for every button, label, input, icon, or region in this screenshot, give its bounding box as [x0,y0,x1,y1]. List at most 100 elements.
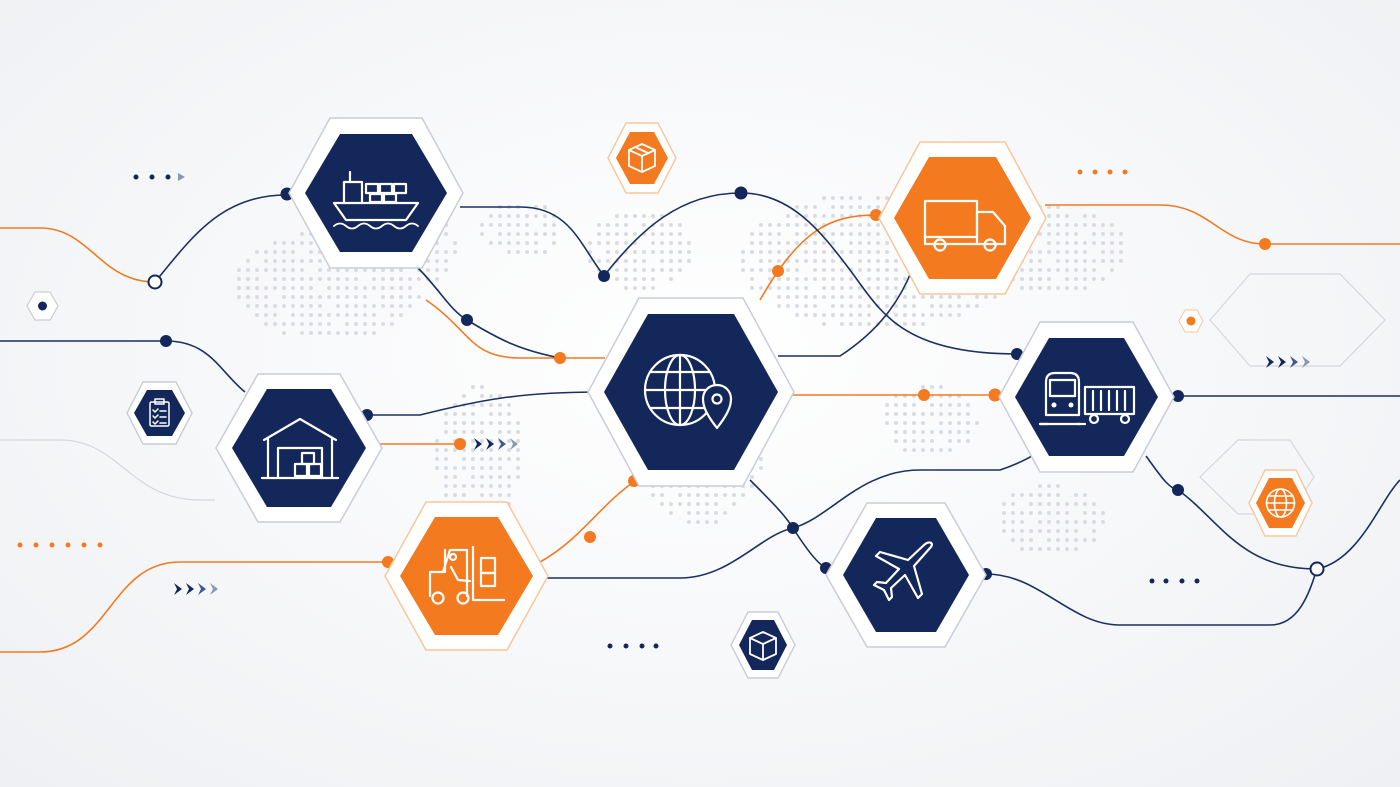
map-dot [921,412,925,416]
map-dot [300,232,304,236]
map-dot [435,466,439,470]
map-dot [345,286,349,290]
map-dot [741,259,745,263]
map-dot [471,448,475,452]
map-dot [993,295,997,299]
map-dot [642,286,646,290]
map-dot [1056,223,1060,227]
map-dot [1047,214,1051,218]
map-dot [975,304,979,308]
map-dot [750,277,754,281]
map-dot [246,304,250,308]
map-dot [1119,232,1123,236]
map-dot [840,268,844,272]
map-dot [372,322,376,326]
map-dot [939,448,943,452]
map-dot [507,403,511,407]
map-dot [480,466,484,470]
map-dot [885,304,889,308]
map-dot [390,277,394,281]
map-dot [318,268,322,272]
map-dot [903,277,907,281]
map-dot [516,223,520,227]
map-dot [894,421,898,425]
map-dot [1011,493,1015,497]
map-dot [444,250,448,254]
map-dot [1074,250,1078,254]
map-dot [282,286,286,290]
map-dot [363,304,367,308]
map-dot [255,250,259,254]
map-dot [750,484,754,488]
map-dot [291,268,295,272]
map-dot [1092,259,1096,263]
map-dot [1092,502,1096,506]
map-dot [813,259,817,263]
airplane-icon [872,541,933,602]
map-dot [1101,259,1105,263]
map-dot [678,493,682,497]
map-dot [885,196,889,200]
map-dot [1083,286,1087,290]
target-node-badge [26,291,59,321]
map-dot [687,520,691,524]
map-dot [1011,529,1015,533]
map-dot [489,457,493,461]
map-dot [939,304,943,308]
map-dot [453,421,457,425]
map-dot [408,304,412,308]
map-dot [921,421,925,425]
map-dot [1002,529,1006,533]
map-dot [894,268,898,272]
map-dot [444,466,448,470]
map-dot [903,421,907,425]
map-dot [237,268,241,272]
map-dot [516,457,520,461]
map-dot [624,268,628,272]
map-dot [876,268,880,272]
map-dot [858,322,862,326]
map-dot [1047,223,1051,227]
map-dot [309,304,313,308]
map-dot [255,304,259,308]
map-dot [480,421,484,425]
map-dot [966,412,970,416]
map-dot [930,403,934,407]
map-dot [669,250,673,254]
map-dot [525,232,529,236]
map-dot [291,322,295,326]
map-dot [1020,268,1024,272]
map-dot [1065,547,1069,551]
map-dot [831,268,835,272]
map-dot [849,322,853,326]
map-dot [390,322,394,326]
map-dot [336,313,340,317]
map-dot [318,313,322,317]
map-dot [660,223,664,227]
map-dot [633,268,637,272]
map-dot [291,313,295,317]
map-dot [498,394,502,398]
map-dot [1119,241,1123,245]
map-dot [786,286,790,290]
map-dot [1056,547,1060,551]
map-dot [705,502,709,506]
map-dot [417,277,421,281]
map-dot [264,313,268,317]
map-dot [606,241,610,245]
map-dot [246,268,250,272]
map-dot [309,331,313,335]
map-dot [1047,538,1051,542]
map-dot [795,304,799,308]
map-dot [1011,520,1015,524]
map-dot [876,196,880,200]
map-dot [1065,250,1069,254]
map-dot [345,304,349,308]
map-dot [444,493,448,497]
map-dot [867,322,871,326]
cargo-ship-icon [332,170,420,230]
map-dot [678,232,682,236]
map-dot [1065,277,1069,281]
map-dot [984,295,988,299]
map-dot [921,385,925,389]
